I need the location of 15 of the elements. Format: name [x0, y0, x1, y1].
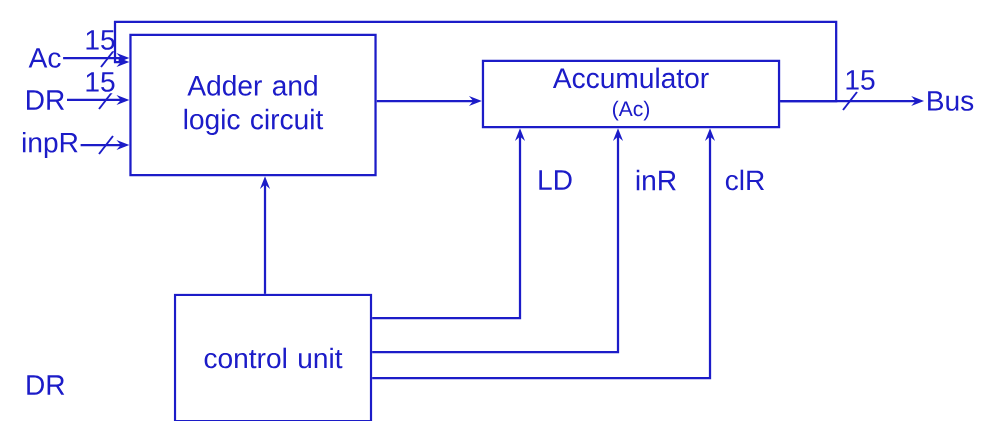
- edge-label: inR: [636, 169, 676, 191]
- signal-name: DR: [27, 375, 65, 395]
- edge-label: LD: [539, 170, 572, 190]
- arrow: [113, 20, 838, 103]
- block-box: Accumulator (Ac): [481, 59, 781, 129]
- signal-name: Bus: [928, 91, 974, 111]
- signal-name: inpR: [22, 131, 78, 159]
- edge-label: 15: [86, 72, 115, 92]
- block-box: Adder and logic circuit: [129, 33, 377, 177]
- block-box: control unit: [173, 293, 373, 421]
- edge-label: 15: [86, 30, 115, 50]
- edge-label: clR: [725, 169, 764, 191]
- signal-name: DR: [27, 90, 64, 110]
- edge-label: 15: [846, 70, 875, 90]
- signal-name: Ac: [28, 48, 61, 68]
